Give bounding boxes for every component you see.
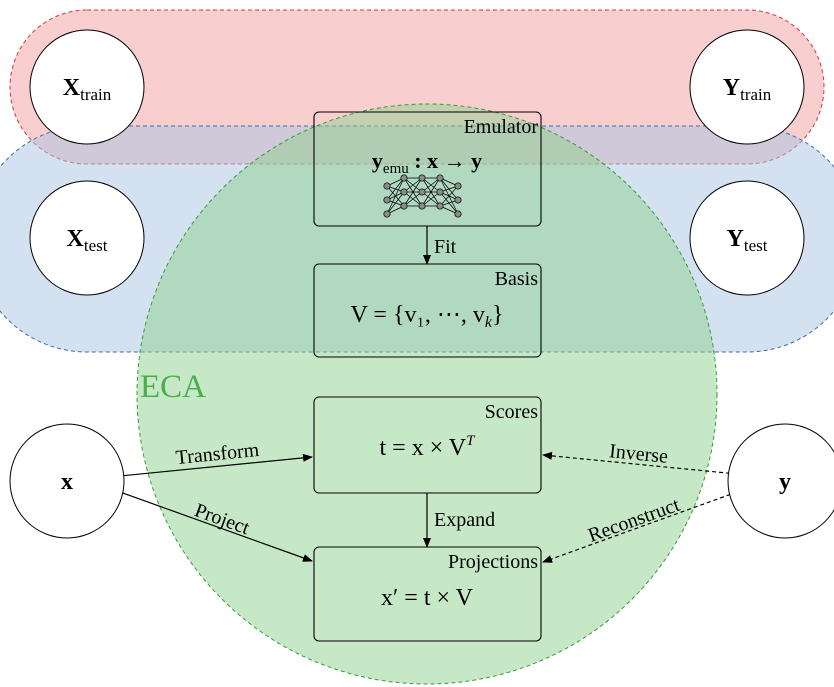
basis-formula-end: } — [492, 302, 504, 328]
basis-formula-sub: k — [485, 314, 493, 331]
x-node-label: x — [61, 469, 73, 495]
basis-formula-main: V = {v₁, ⋯, v — [351, 302, 485, 328]
neural-network-icon — [383, 174, 462, 218]
y-train-sub: train — [740, 85, 772, 104]
y-test-sub: test — [744, 236, 768, 255]
eca-label: ECA — [140, 369, 206, 405]
projections-formula: x′ = t × V — [381, 585, 474, 611]
y-test-node: Ytest — [689, 180, 805, 296]
scores-formula-main: t = x × V — [380, 435, 467, 461]
emulator-formula-main: y — [372, 148, 383, 173]
y-test-main: Y — [727, 226, 744, 252]
basis-formula: V = {v₁, ⋯, vk} — [351, 302, 504, 331]
x-train-label: Xtrain — [63, 75, 112, 104]
x-test-sub: test — [84, 236, 108, 255]
y-test-label: Ytest — [727, 226, 768, 255]
scores-box: Scores t = x × VT — [313, 396, 542, 494]
projections-box: Projections x′ = t × V — [313, 546, 542, 642]
expand-label: Expand — [434, 509, 495, 531]
y-node-label: y — [779, 469, 791, 495]
emulator-formula-rest: : x → y — [409, 148, 482, 173]
y-train-label: Ytrain — [723, 75, 772, 104]
projections-title: Projections — [448, 551, 538, 573]
emulator-title: Emulator — [464, 116, 539, 138]
scores-formula: t = x × VT — [380, 433, 477, 461]
x-train-sub: train — [80, 85, 112, 104]
emulator-formula-sub: emu — [383, 161, 409, 177]
y-train-main: Y — [723, 75, 740, 101]
y-train-node: Ytrain — [689, 29, 805, 145]
emulator-formula: yemu : x → y — [372, 148, 482, 177]
basis-box: Basis V = {v₁, ⋯, vk} — [313, 263, 542, 358]
x-node: x — [9, 423, 125, 539]
x-test-main: X — [67, 226, 85, 252]
x-train-main: X — [63, 75, 81, 101]
scores-title: Scores — [485, 401, 539, 423]
fit-label: Fit — [434, 236, 457, 258]
expand-edge: Expand — [423, 493, 495, 548]
x-test-label: Xtest — [67, 226, 108, 255]
emulator-box: Emulator yemu : x → y — [313, 111, 542, 227]
scores-formula-sup: T — [466, 433, 476, 449]
eca-region: ECA — [136, 103, 718, 685]
basis-title: Basis — [495, 268, 539, 290]
x-test-node: Xtest — [29, 180, 145, 296]
y-node: y — [727, 423, 834, 539]
x-train-node: Xtrain — [29, 29, 145, 145]
fit-edge: Fit — [423, 226, 457, 265]
